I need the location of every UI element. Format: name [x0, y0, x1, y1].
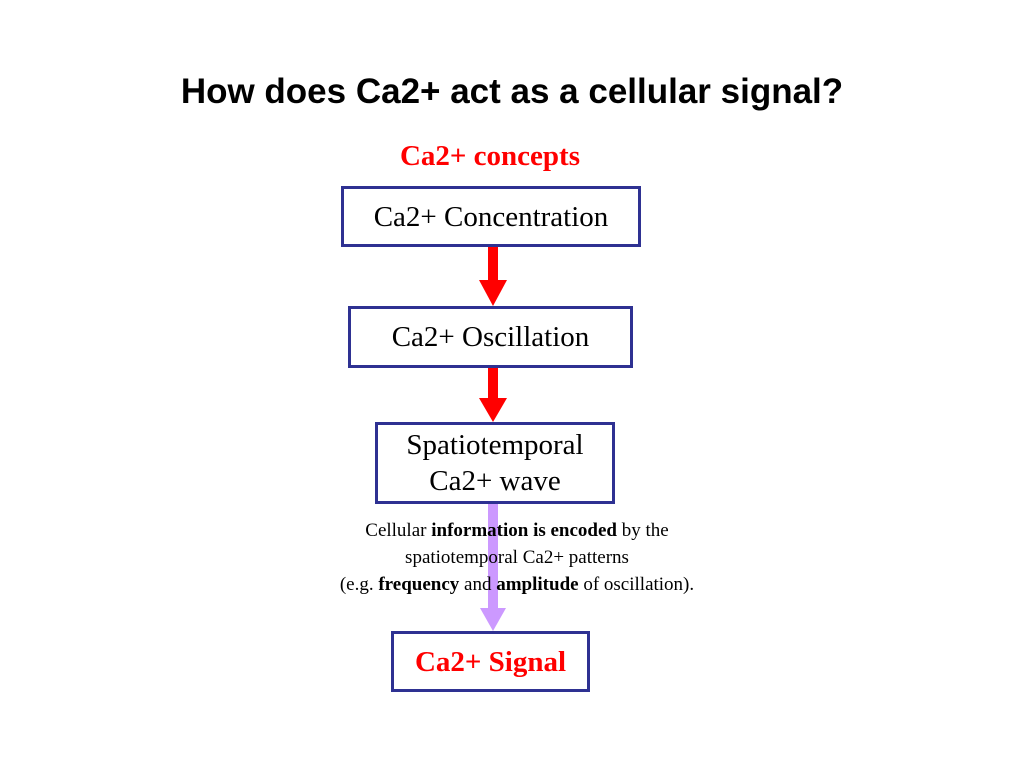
concentration-box: Ca2+ Concentration — [341, 186, 641, 247]
arrow-concentration-to-oscillation — [479, 247, 507, 306]
arrow-wave-to-signal — [480, 504, 506, 631]
note-text: Cellular — [365, 520, 432, 541]
note-emphasis: amplitude — [496, 574, 579, 595]
concepts-subtitle: Ca2+ concepts — [399, 140, 581, 172]
wave-label-line2: Ca2+ wave — [429, 465, 561, 497]
oscillation-box: Ca2+ Oscillation — [348, 306, 633, 368]
arrow-oscillation-to-wave — [479, 368, 507, 422]
note-line-1: Cellular information is encoded by the — [262, 517, 772, 544]
slide-title: How does Ca2+ act as a cellular signal? — [180, 72, 844, 111]
signal-label: Ca2+ Signal — [414, 645, 567, 678]
note-line-2: spatiotemporal Ca2+ patterns — [262, 544, 772, 571]
note-emphasis: information is encoded — [431, 520, 617, 541]
note-text: spatiotemporal Ca2+ patterns — [405, 547, 629, 568]
note-text: by the — [617, 520, 669, 541]
encoding-note: Cellular information is encoded by the s… — [262, 517, 772, 598]
wave-box: Spatiotemporal Ca2+ wave — [375, 422, 615, 504]
wave-label-line1: Spatiotemporal — [406, 429, 584, 461]
note-text: of oscillation). — [578, 574, 695, 595]
signal-box: Ca2+ Signal — [391, 631, 590, 692]
oscillation-label: Ca2+ Oscillation — [391, 321, 590, 353]
note-line-3: (e.g. frequency and amplitude of oscilla… — [262, 571, 772, 598]
note-text: and — [459, 574, 497, 595]
note-text: (e.g. — [339, 574, 379, 595]
note-emphasis: frequency — [378, 574, 460, 595]
concentration-label: Ca2+ Concentration — [373, 200, 609, 233]
